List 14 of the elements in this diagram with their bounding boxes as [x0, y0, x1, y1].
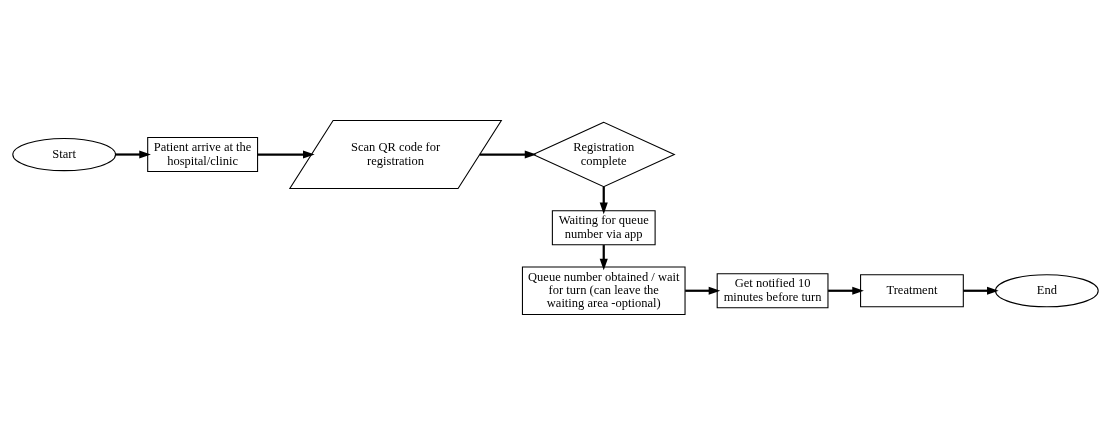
node-box: Queue number obtained / wait for turn (can leave the waiting area -optional) [521, 266, 686, 315]
node-box: Waiting for queue number via app [551, 209, 656, 245]
arrow [479, 149, 537, 159]
node-diamond: Registration complete [531, 121, 676, 187]
arrow [685, 286, 721, 295]
arrow [963, 286, 999, 295]
node-box: Get notified 10 minutes before turn [716, 272, 829, 308]
arrow [115, 149, 151, 159]
node-ellipse: Start [12, 137, 117, 171]
node-box: Patient arrive at the hospital/clinic [147, 136, 259, 172]
node-ellipse: End [994, 273, 1099, 307]
arrow [257, 149, 315, 159]
node-box: Treatment [860, 273, 964, 307]
arrow [828, 286, 864, 295]
